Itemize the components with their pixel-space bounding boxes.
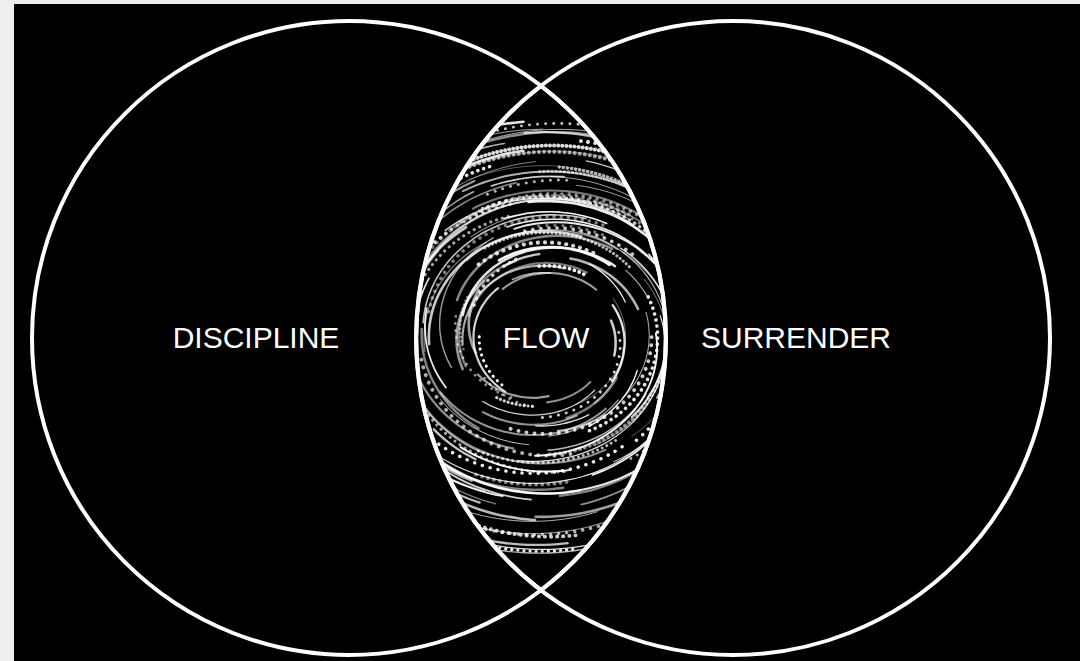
swirl-stroke — [373, 181, 474, 400]
swirl-stroke — [440, 238, 494, 368]
swirl-stroke — [723, 193, 783, 390]
swirl-stroke — [589, 370, 637, 426]
swirl-stroke — [349, 247, 479, 503]
swirl-stroke — [485, 233, 630, 268]
region-label: FLOW — [497, 319, 596, 358]
swirl-stroke — [406, 199, 628, 305]
swirl-stroke — [623, 252, 674, 323]
swirl-stroke — [536, 415, 589, 426]
swirl-stroke — [392, 204, 510, 365]
swirl-stroke — [335, 142, 449, 245]
circle-outline — [416, 21, 1050, 655]
swirl-stroke — [325, 143, 505, 435]
swirl-stroke — [483, 390, 595, 415]
swirl-stroke — [614, 426, 665, 462]
swirl-stroke — [375, 356, 412, 436]
swirl-stroke — [728, 205, 781, 386]
swirl-stroke — [657, 346, 738, 483]
swirl-stroke — [641, 391, 720, 481]
swirl-stroke — [420, 353, 570, 456]
swirl-stroke — [655, 197, 724, 269]
swirl-stroke — [512, 273, 550, 280]
swirl-stroke — [437, 123, 610, 153]
swirl-stroke — [387, 256, 415, 390]
swirl-stroke — [386, 192, 474, 414]
swirl-stroke — [586, 297, 658, 432]
swirl-stroke — [551, 177, 711, 282]
swirl-stroke — [461, 447, 571, 471]
swirl-stroke — [539, 266, 586, 276]
swirl-stroke — [409, 513, 645, 549]
region-label: DISCIPLINE — [173, 321, 340, 356]
swirl-stroke — [315, 302, 335, 416]
swirl-stroke — [370, 237, 400, 300]
swirl-stroke — [478, 375, 549, 398]
swirl-stroke — [589, 264, 625, 302]
swirl-stroke — [504, 254, 539, 266]
swirl-stroke — [358, 356, 496, 504]
swirl-stroke — [463, 171, 656, 202]
swirl-stroke — [594, 347, 623, 403]
swirl-stroke — [647, 177, 760, 336]
swirl-stroke — [672, 280, 687, 384]
swirl-stroke — [475, 474, 566, 484]
swirl-stroke — [636, 396, 671, 441]
swirl-stroke — [612, 305, 624, 381]
swirl-stroke — [378, 152, 613, 238]
swirl-stroke — [402, 361, 605, 463]
circle-outline — [32, 21, 666, 655]
swirl-stroke — [469, 263, 587, 316]
swirl-stroke — [401, 241, 434, 291]
swirl-stroke — [611, 321, 616, 356]
swirl-stroke — [423, 215, 586, 323]
swirl-stroke — [421, 400, 705, 494]
swirl-stroke — [323, 155, 450, 495]
swirl-stroke — [586, 161, 738, 390]
venn-intersection: FLOW — [416, 86, 666, 590]
swirl-stroke — [449, 359, 742, 534]
swirl-stroke — [570, 259, 638, 309]
swirl-stroke — [483, 412, 577, 425]
swirl-stroke — [525, 228, 636, 257]
swirl-stroke — [388, 183, 516, 417]
swirl-stroke — [354, 361, 429, 472]
swirl-stroke — [610, 127, 800, 406]
swirl-stroke — [499, 196, 696, 299]
swirl-stroke — [503, 273, 597, 290]
swirl-stroke — [549, 367, 663, 454]
swirl-stroke — [357, 427, 416, 487]
black-ground — [14, 4, 1080, 661]
swirl-stroke — [599, 512, 673, 542]
swirl-stroke — [621, 248, 674, 398]
region-label: SURRENDER — [701, 321, 891, 356]
swirl-stroke — [317, 212, 367, 416]
lens-outline — [416, 86, 665, 590]
swirl-stroke — [419, 441, 646, 484]
swirl-stroke — [427, 453, 712, 535]
swirl-stroke — [473, 190, 677, 245]
swirl-stroke — [463, 248, 615, 316]
swirl-stroke — [307, 122, 523, 380]
swirl-stroke — [386, 382, 622, 474]
swirl-stroke — [627, 412, 684, 460]
swirl-stroke — [567, 378, 617, 418]
swirl-stroke — [626, 270, 648, 298]
swirl-stroke — [581, 344, 718, 504]
swirl-stroke — [440, 151, 756, 304]
